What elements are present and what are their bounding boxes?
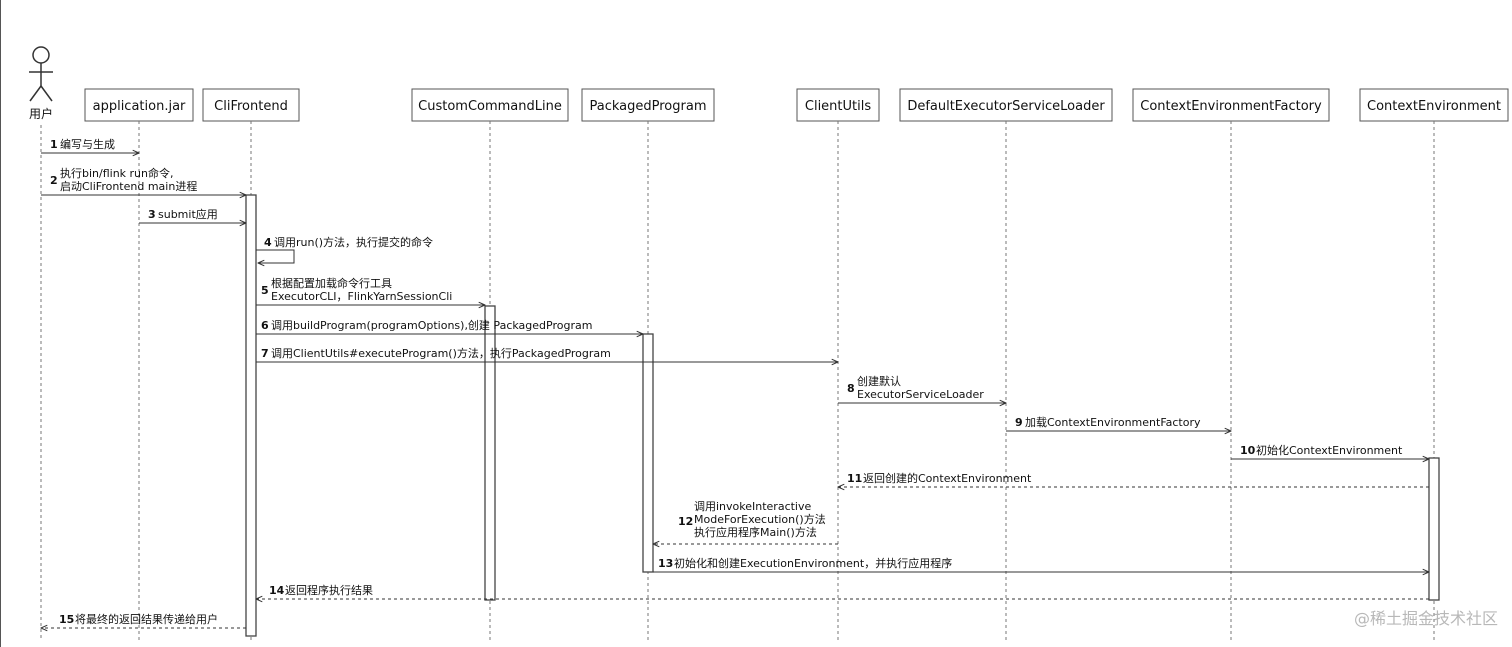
message-number: 3 <box>148 208 156 221</box>
participant-cu: ClientUtils <box>796 88 880 122</box>
participant-box <box>202 88 300 122</box>
participant-box <box>899 88 1113 122</box>
message-label: 调用run()方法，执行提交的命令 <box>274 235 433 249</box>
message-label: 调用invokeInteractive <box>694 500 811 513</box>
message-number: 4 <box>264 236 272 249</box>
activation-bar-ce <box>1428 457 1440 601</box>
message-label: 调用buildProgram(programOptions),创建 Packag… <box>271 318 592 332</box>
message-label: 将最终的返回结果传递给用户 <box>75 612 218 626</box>
message-number: 15 <box>59 613 74 626</box>
participant-cli: CliFrontend <box>202 88 300 122</box>
message-label: 初始化ContextEnvironment <box>1256 443 1403 457</box>
participant-box <box>581 88 715 122</box>
participant-ce: ContextEnvironment <box>1359 88 1509 122</box>
message-label: ExecutorCLI，FlinkYarnSessionCli <box>271 290 452 303</box>
participant-desl: DefaultExecutorServiceLoader <box>899 88 1113 122</box>
message-label: 返回创建的ContextEnvironment <box>863 471 1032 485</box>
participant-ccl: CustomCommandLine <box>411 88 569 122</box>
activation-bar-pp <box>642 333 654 573</box>
message-label: 执行应用程序Main()方法 <box>694 525 817 539</box>
message-number: 14 <box>269 584 285 597</box>
message-label: 调用ClientUtils#executeProgram()方法，执行Packa… <box>271 346 611 360</box>
message-label: 加载ContextEnvironmentFactory <box>1025 416 1201 429</box>
user-actor: 用户 <box>29 46 53 121</box>
message-number: 6 <box>261 319 269 332</box>
participant-label: CliFrontend <box>214 99 288 114</box>
message-number: 10 <box>1240 444 1256 457</box>
activation-bars <box>245 194 1440 637</box>
message-label: 根据配置加载命令行工具 <box>271 276 392 290</box>
message-label: 执行bin/flink run命令, <box>60 166 174 180</box>
message-number: 8 <box>847 382 855 395</box>
message-label: 创建默认 <box>857 374 901 388</box>
participant-pp: PackagedProgram <box>581 88 715 122</box>
message-label: 编写与生成 <box>60 137 115 151</box>
message-label: 初始化和创建ExecutionEnvironment，并执行应用程序 <box>674 556 952 570</box>
participant-label: CustomCommandLine <box>418 99 562 114</box>
left-border <box>0 0 1 647</box>
message-number: 5 <box>261 284 269 297</box>
message-label: ExecutorServiceLoader <box>857 388 984 401</box>
participant-label: ContextEnvironment <box>1367 99 1501 114</box>
message-number: 2 <box>50 174 58 187</box>
message-arrow <box>256 249 295 263</box>
participant-label: ContextEnvironmentFactory <box>1140 99 1322 114</box>
message-label: 返回程序执行结果 <box>285 583 373 597</box>
user-label: 用户 <box>29 106 53 121</box>
activation-bar-ccl <box>484 305 496 601</box>
participant-jar: application.jar <box>84 88 194 122</box>
message-number: 12 <box>678 515 693 528</box>
activation-bar-cli <box>245 194 257 637</box>
message-label: ModeForExecution()方法 <box>694 512 826 526</box>
participant-box <box>1359 88 1509 122</box>
user-head-icon <box>32 46 50 64</box>
message-number: 13 <box>658 557 673 570</box>
participant-label: PackagedProgram <box>590 99 707 114</box>
message-12: 12调用invokeInteractiveModeForExecution()方… <box>653 500 838 544</box>
participant-box <box>1132 88 1330 122</box>
message-number: 9 <box>1015 416 1023 429</box>
message-number: 7 <box>261 347 269 360</box>
participant-label: DefaultExecutorServiceLoader <box>907 99 1105 114</box>
message-number: 1 <box>50 138 58 151</box>
message-number: 11 <box>847 472 862 485</box>
message-5: 5根据配置加载命令行工具ExecutorCLI，FlinkYarnSession… <box>256 276 485 305</box>
participant-label: ClientUtils <box>805 99 871 114</box>
message-label: 启动CliFrontend main进程 <box>60 180 197 193</box>
watermark: @稀土掘金技术社区 <box>1353 609 1498 628</box>
participant-box <box>84 88 194 122</box>
participants: application.jar CliFrontend CustomCommandL… <box>84 88 1509 122</box>
participant-box <box>411 88 569 122</box>
message-label: submit应用 <box>158 207 218 221</box>
participant-label: application.jar <box>93 99 186 114</box>
participant-box <box>796 88 880 122</box>
participant-cef: ContextEnvironmentFactory <box>1132 88 1330 122</box>
